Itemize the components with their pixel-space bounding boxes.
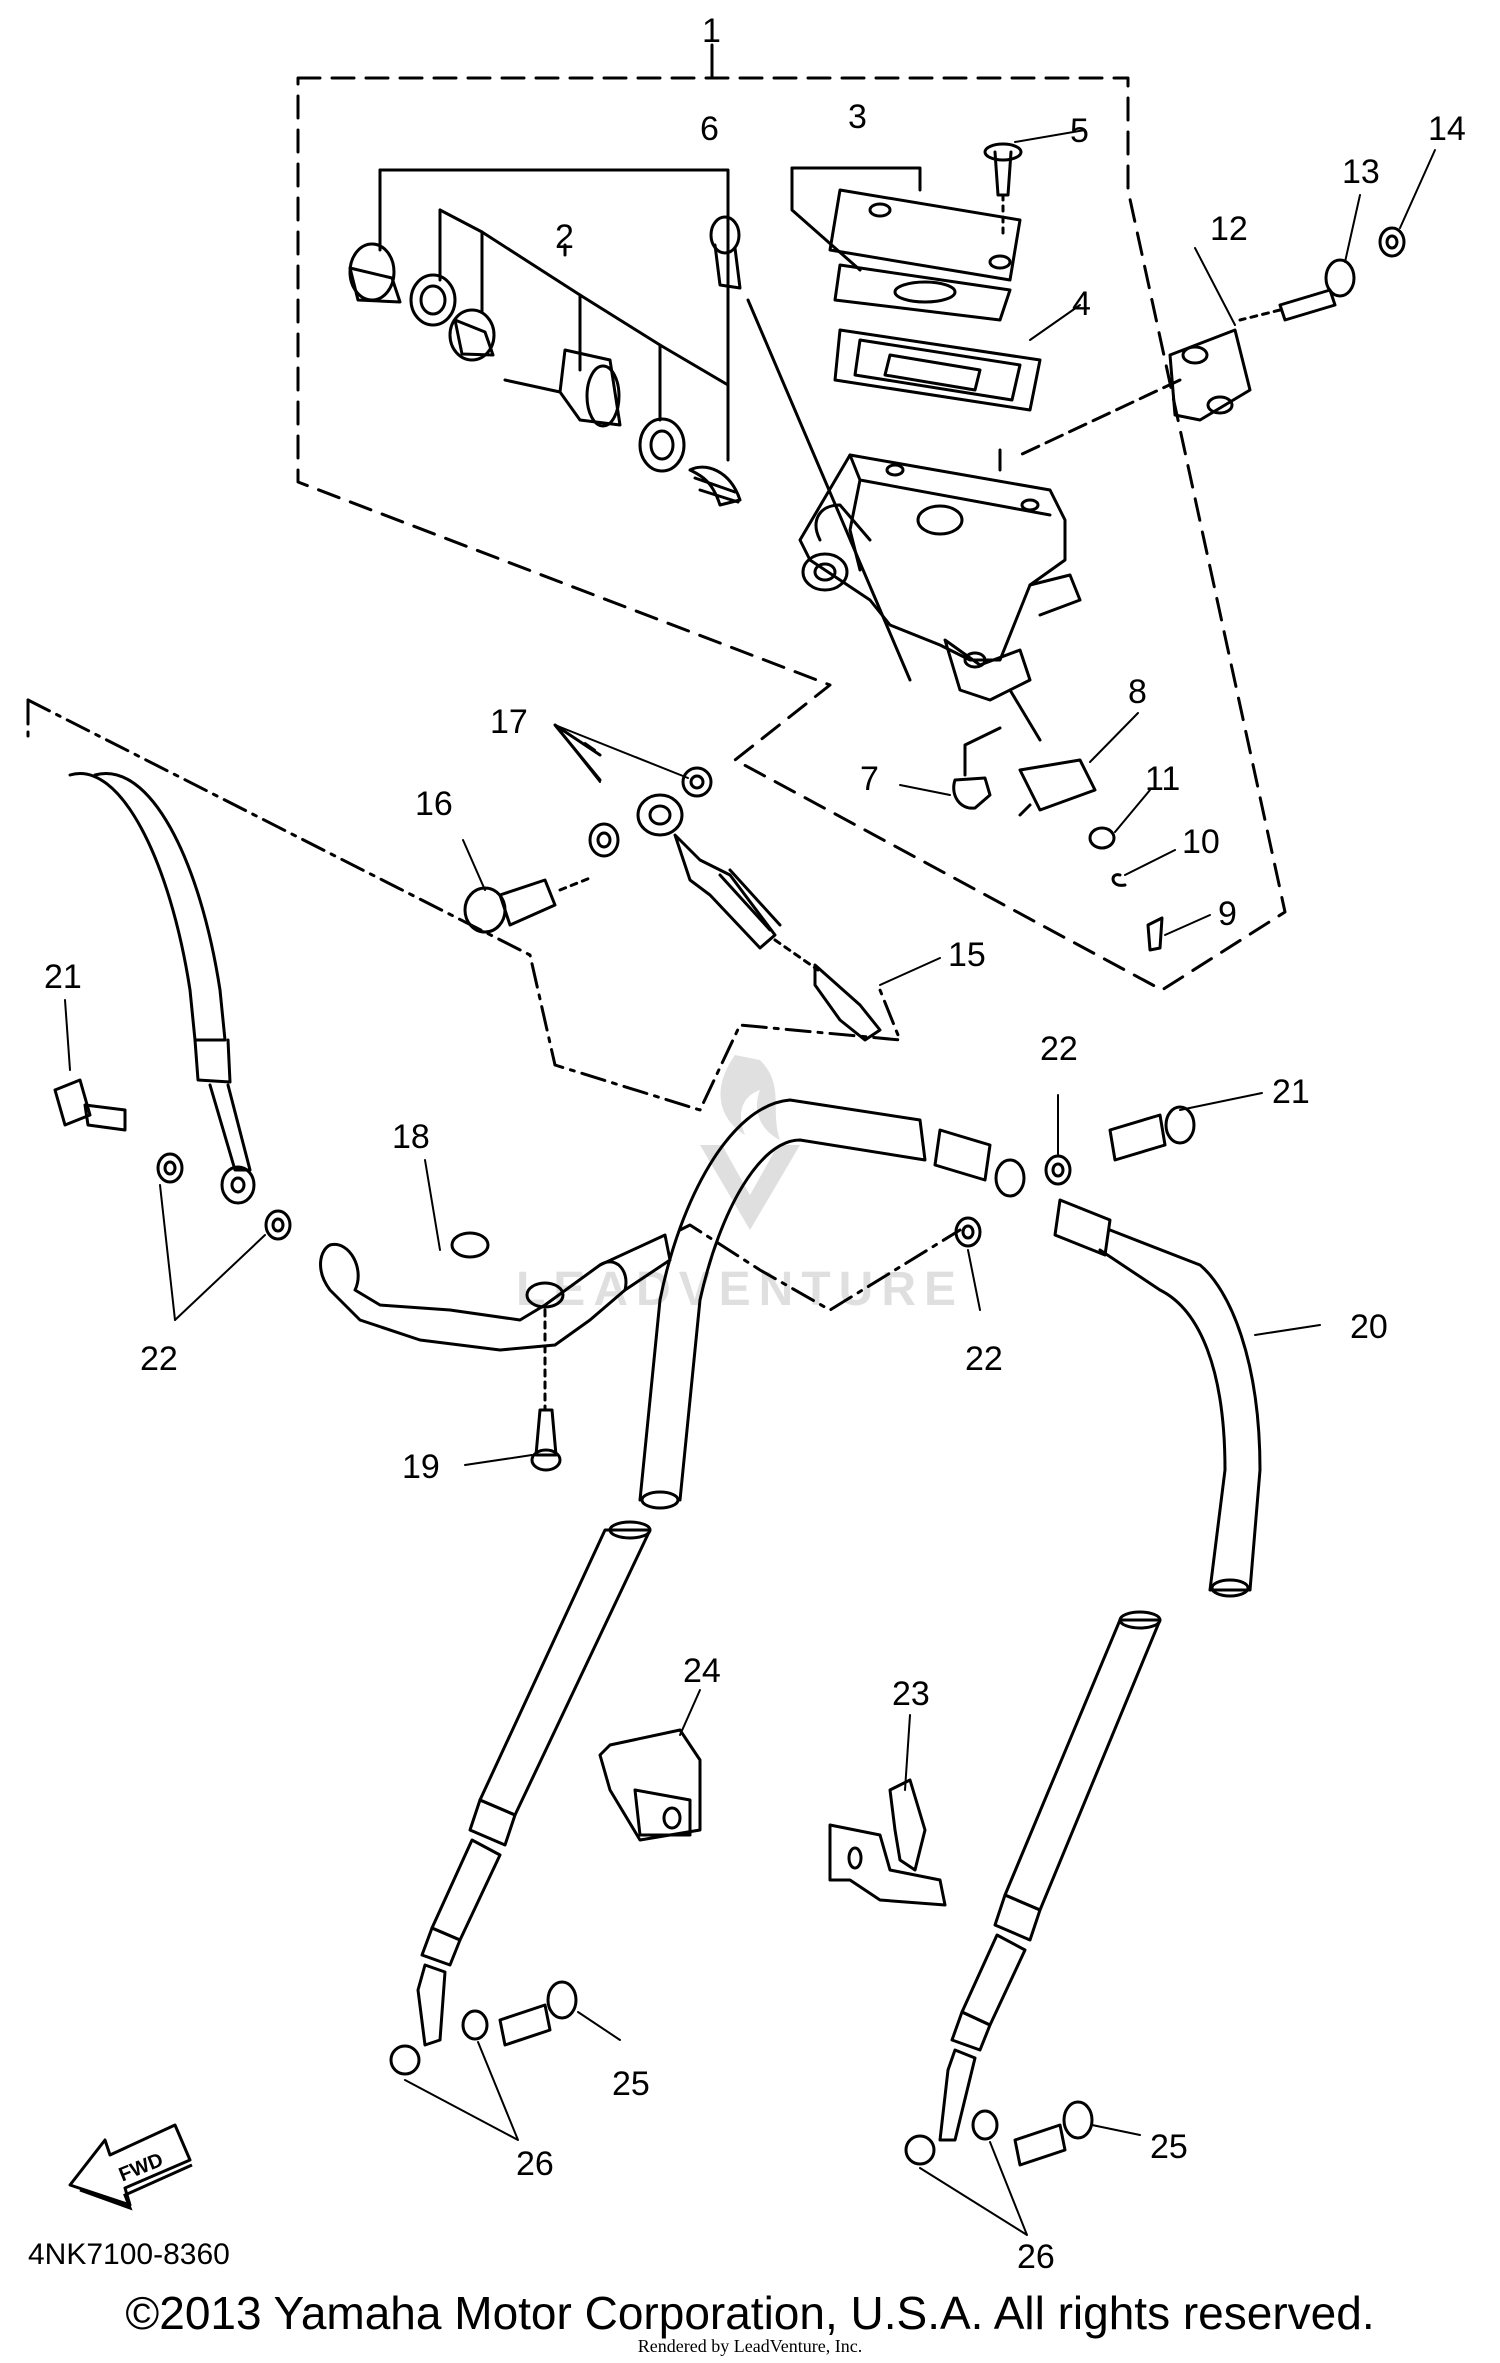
part-label: 23: [892, 1675, 930, 1713]
part-label: 21: [1272, 1073, 1310, 1111]
part-labels: 1 2 3 4 5 6 7 8 9 10 11 12 13 14 15 16 1…: [44, 12, 1466, 2276]
part-label: 22: [1040, 1030, 1078, 1068]
part-label: 16: [415, 785, 453, 823]
master-cylinder-body: [798, 448, 1082, 702]
part-label: 13: [1342, 153, 1380, 191]
fwd-arrow-icon: FWD: [68, 2123, 193, 2211]
part-label: 12: [1210, 210, 1248, 248]
switch-parts: [952, 688, 1164, 952]
part-label: 24: [683, 1652, 721, 1690]
part-label: 8: [1128, 673, 1147, 711]
brake-hose-20: [638, 1098, 1262, 1598]
clamp-23: [828, 1778, 947, 1907]
bolt-25-right: [1013, 2100, 1094, 2167]
joint-18: [319, 1231, 672, 1472]
part-label: 2: [555, 218, 574, 256]
part-label: 6: [700, 110, 719, 148]
piston-kit: [348, 168, 742, 507]
part-label: 22: [140, 1340, 178, 1378]
part-label: 25: [612, 2065, 650, 2103]
diagram-code: 4NK7100-8360: [28, 2238, 230, 2271]
part-label: 20: [1350, 1308, 1388, 1346]
screw-5: [983, 142, 1023, 240]
part-label: 18: [392, 1118, 430, 1156]
union-bolt-16: [463, 766, 713, 934]
part-label: 26: [1017, 2238, 1055, 2276]
part-label: 9: [1218, 895, 1237, 933]
part-label: 26: [516, 2145, 554, 2183]
leader-lines: [64, 129, 1436, 2236]
clamp-24: [598, 1728, 702, 1842]
part-label: 14: [1428, 110, 1466, 148]
bolt-25-left: [498, 1980, 578, 2047]
washer-14: [1378, 226, 1406, 258]
watermark: LEADVENTURE: [516, 1055, 964, 1316]
part-label: 7: [860, 760, 879, 798]
watermark-text: LEADVENTURE: [516, 1263, 964, 1316]
part-label: 19: [402, 1448, 440, 1486]
lower-hose-left: [389, 1520, 652, 2076]
part-label: 10: [1182, 823, 1220, 861]
holder-12: [1018, 328, 1252, 457]
part-label: 21: [44, 958, 82, 996]
reservoir-cap: [790, 166, 1042, 412]
part-label: 4: [1072, 285, 1091, 323]
bolt-21-right: [1108, 1105, 1196, 1162]
bolt-13: [1238, 258, 1356, 322]
lower-hose-right: [904, 1610, 1162, 2166]
part-label: 25: [1150, 2128, 1188, 2166]
part-label: 1: [702, 12, 721, 50]
part-label: 15: [948, 936, 986, 974]
part-label: 11: [1145, 760, 1180, 798]
part-label: 22: [965, 1340, 1003, 1378]
banjo-15: [636, 793, 882, 1042]
rendered-by-notice: Rendered by LeadVenture, Inc.: [637, 2336, 863, 2356]
part-label: 17: [490, 703, 528, 741]
assembly-boundary: [296, 76, 1287, 992]
copyright-notice: ©2013 Yamaha Motor Corporation, U.S.A. A…: [125, 2287, 1375, 2339]
bolt-21-left: [53, 1078, 127, 1132]
part-label: 3: [848, 98, 867, 136]
washers-22: [156, 1152, 1072, 1248]
part-label: 5: [1070, 112, 1089, 150]
hose-left: [68, 772, 256, 1205]
